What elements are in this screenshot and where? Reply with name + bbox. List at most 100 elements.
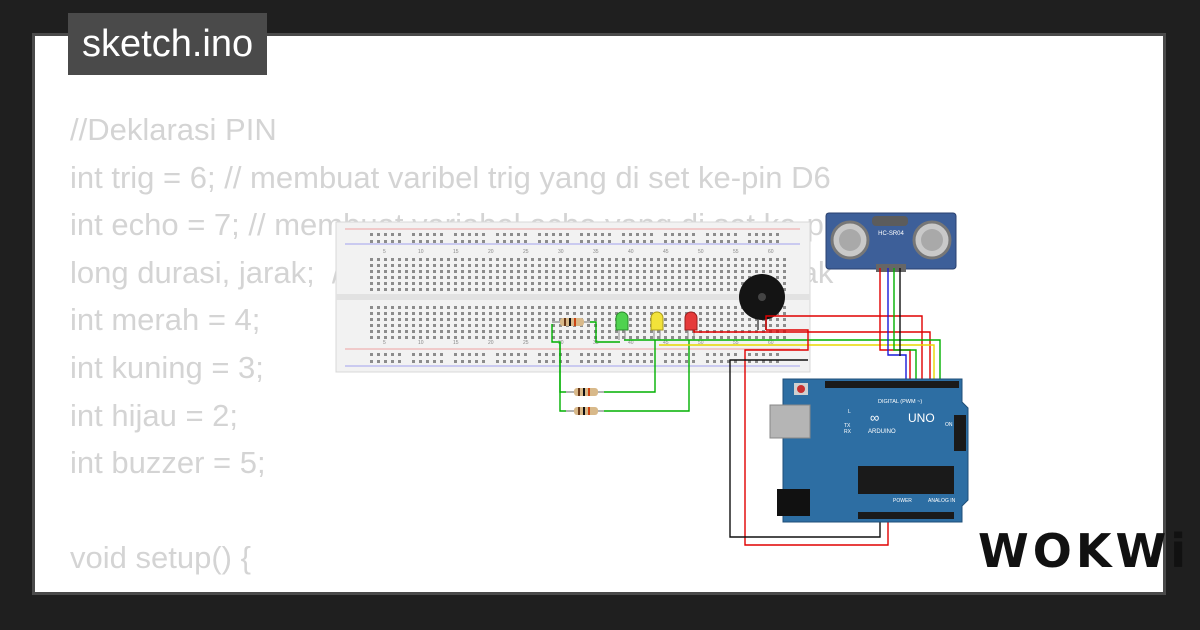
breadboard-hole	[755, 318, 758, 321]
breadboard-hole	[426, 264, 429, 267]
breadboard-hole	[461, 270, 464, 273]
breadboard-hole	[552, 330, 555, 333]
breadboard-hole	[769, 258, 772, 261]
breadboard-hole	[545, 312, 548, 315]
breadboard-hole	[580, 288, 583, 291]
breadboard-hole	[412, 318, 415, 321]
breadboard-hole	[517, 306, 520, 309]
breadboard-hole	[419, 353, 422, 356]
buzzer[interactable]	[739, 274, 785, 330]
breadboard-hole	[426, 270, 429, 273]
breadboard-hole	[405, 270, 408, 273]
breadboard-hole	[650, 353, 653, 356]
bb-num: 45	[663, 340, 669, 346]
bb-num: 30	[558, 340, 564, 346]
breadboard-hole	[496, 330, 499, 333]
bb-num: 15	[453, 249, 459, 255]
breadboard-hole	[573, 306, 576, 309]
breadboard-hole	[594, 318, 597, 321]
breadboard-hole	[468, 282, 471, 285]
breadboard-hole	[720, 276, 723, 279]
breadboard-hole	[650, 264, 653, 267]
breadboard-hole	[678, 306, 681, 309]
breadboard-hole	[580, 264, 583, 267]
breadboard-hole	[615, 336, 618, 339]
breadboard-hole	[447, 324, 450, 327]
breadboard-hole	[678, 336, 681, 339]
breadboard-hole	[601, 258, 604, 261]
breadboard-hole	[468, 233, 471, 236]
breadboard-hole	[440, 240, 443, 243]
breadboard-hole	[622, 353, 625, 356]
led-green[interactable]	[615, 311, 629, 340]
wire-black	[729, 359, 881, 538]
breadboard-hole	[692, 240, 695, 243]
breadboard-hole	[741, 336, 744, 339]
breadboard-hole	[489, 258, 492, 261]
breadboard-hole	[454, 360, 457, 363]
led-yellow[interactable]	[650, 311, 664, 340]
breadboard-hole	[482, 330, 485, 333]
breadboard-hole	[517, 264, 520, 267]
file-name-tab[interactable]: sketch.ino	[68, 13, 268, 75]
breadboard-hole	[419, 264, 422, 267]
breadboard-hole	[531, 270, 534, 273]
breadboard-hole	[412, 360, 415, 363]
breadboard-hole	[587, 264, 590, 267]
breadboard-hole	[370, 312, 373, 315]
breadboard-hole	[475, 240, 478, 243]
breadboard-hole	[489, 270, 492, 273]
breadboard-hole	[545, 282, 548, 285]
breadboard-hole	[594, 264, 597, 267]
breadboard-hole	[657, 330, 660, 333]
breadboard-hole	[734, 276, 737, 279]
breadboard-hole	[671, 233, 674, 236]
led-red[interactable]	[684, 311, 698, 340]
breadboard-hole	[580, 258, 583, 261]
resistor[interactable]	[566, 388, 604, 396]
arduino-uno-board[interactable]: DIGITAL (PWM ~) ∞ UNO ARDUINO L TX RX ON…	[769, 378, 969, 523]
breadboard-hole	[454, 330, 457, 333]
breadboard-hole	[391, 312, 394, 315]
breadboard-hole	[503, 336, 506, 339]
breadboard-hole	[454, 336, 457, 339]
breadboard-hole	[377, 288, 380, 291]
resistor[interactable]	[552, 318, 590, 326]
breadboard-hole	[678, 360, 681, 363]
breadboard-hole	[783, 288, 786, 291]
breadboard-hole	[692, 288, 695, 291]
breadboard-hole	[566, 288, 569, 291]
resistor[interactable]	[566, 407, 604, 415]
breadboard-hole	[559, 330, 562, 333]
breadboard-hole	[524, 318, 527, 321]
breadboard-hole	[748, 324, 751, 327]
breadboard-hole	[713, 233, 716, 236]
breadboard-hole	[482, 264, 485, 267]
breadboard-hole	[538, 258, 541, 261]
breadboard-hole	[566, 264, 569, 267]
breadboard-hole	[664, 306, 667, 309]
breadboard-hole	[545, 324, 548, 327]
breadboard-hole	[762, 336, 765, 339]
ultrasonic-sensor[interactable]: HC-SR04	[825, 212, 957, 272]
breadboard-hole	[748, 233, 751, 236]
reset-button[interactable]	[797, 385, 805, 393]
breadboard-hole	[685, 330, 688, 333]
breadboard-hole	[601, 360, 604, 363]
breadboard-hole	[391, 360, 394, 363]
breadboard-hole	[552, 312, 555, 315]
breadboard-hole	[720, 288, 723, 291]
breadboard-hole	[608, 306, 611, 309]
breadboard-hole	[734, 353, 737, 356]
breadboard-hole	[664, 324, 667, 327]
breadboard-hole	[657, 288, 660, 291]
breadboard-hole	[496, 233, 499, 236]
breadboard-hole	[538, 318, 541, 321]
breadboard-hole	[664, 330, 667, 333]
breadboard-hole	[664, 233, 667, 236]
breadboard-hole	[685, 360, 688, 363]
breadboard-hole	[629, 288, 632, 291]
breadboard-hole	[405, 276, 408, 279]
breadboard-hole	[475, 276, 478, 279]
breadboard-hole	[622, 240, 625, 243]
